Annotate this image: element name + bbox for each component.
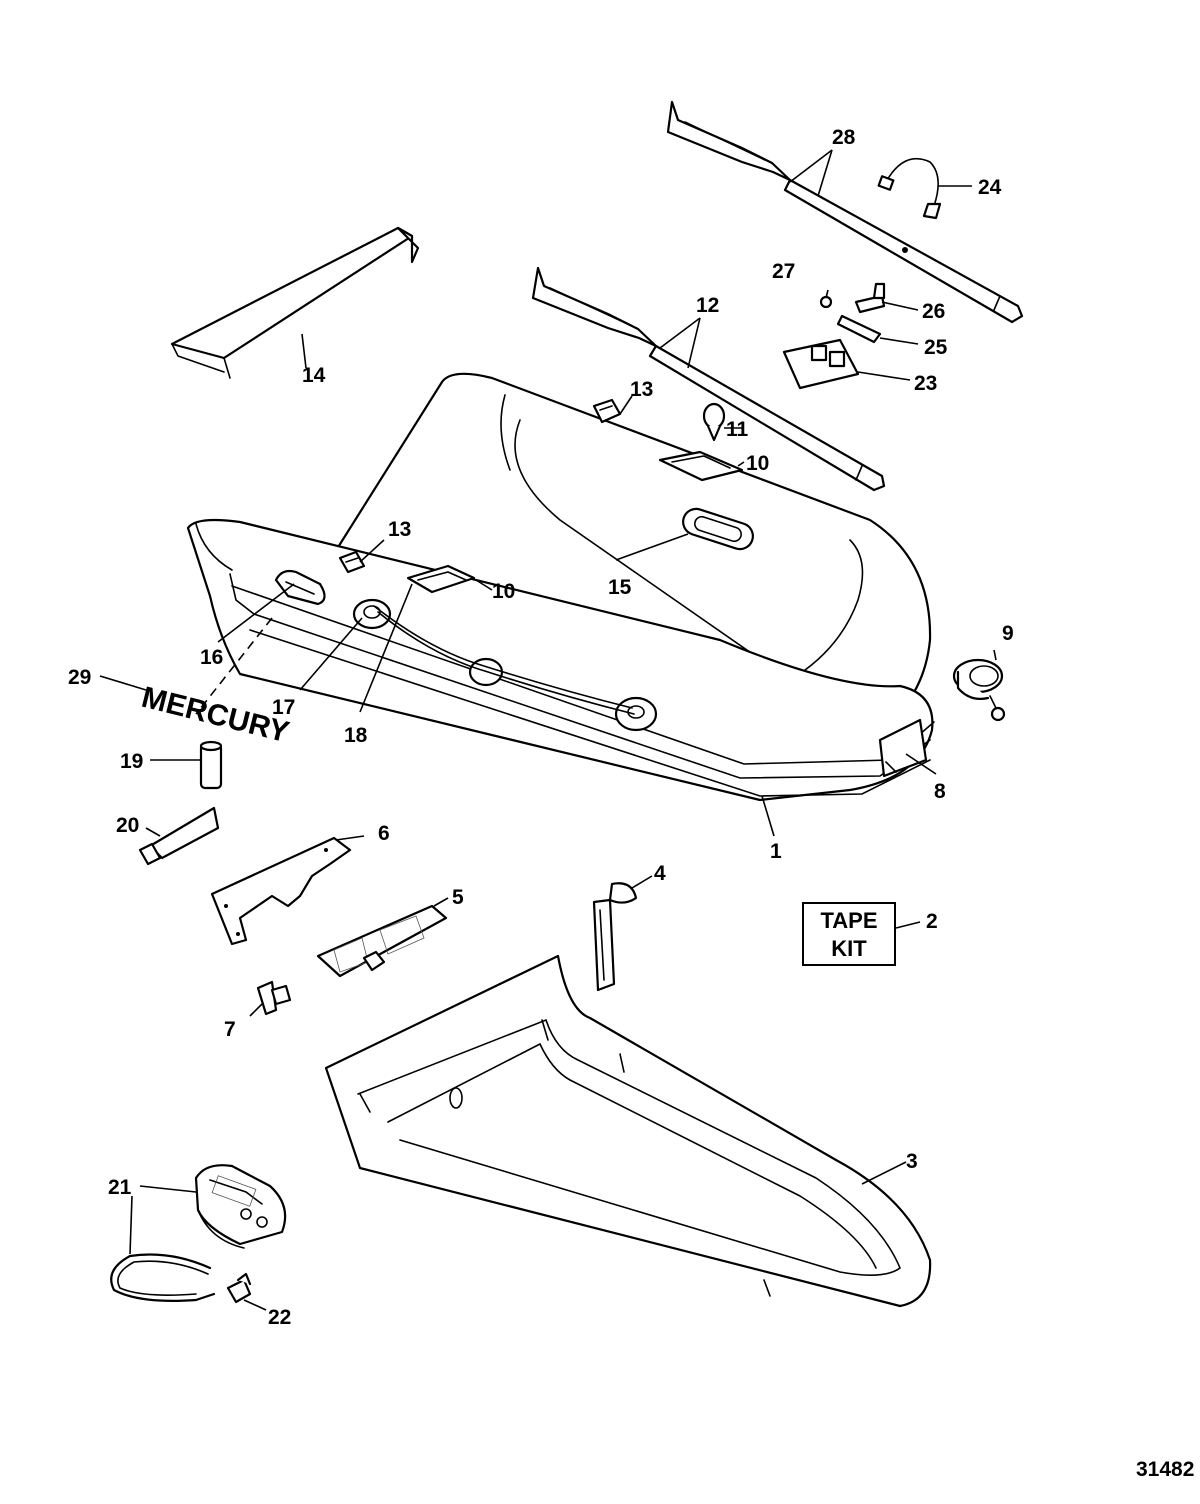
grab-rope [352, 598, 658, 732]
callout-7: 7 [224, 1018, 236, 1041]
clip [256, 980, 292, 1016]
side-handle [274, 569, 326, 606]
carry-handle-far [658, 450, 744, 482]
callout-labels: 1 2 3 4 5 6 7 8 9 10 10 11 12 13 13 14 1… [68, 126, 1014, 1329]
tee-fitting [854, 282, 886, 314]
mercury-logo: MERCURY [138, 681, 292, 749]
carry-handle-near [406, 564, 476, 594]
callout-28: 28 [832, 126, 856, 149]
lanyard [877, 157, 942, 220]
callout-3: 3 [906, 1150, 918, 1173]
tape-kit-line2: KIT [831, 936, 867, 961]
callout-15: 15 [608, 576, 632, 599]
callout-17: 17 [272, 696, 295, 719]
callout-24: 24 [978, 176, 1002, 199]
glue-tube [138, 806, 220, 866]
oarlock-holder-near [338, 550, 366, 574]
callout-6: 6 [378, 822, 390, 845]
drawing-number: 31482 [1136, 1458, 1194, 1481]
callout-13-near: 13 [388, 518, 411, 541]
floor-panel [316, 904, 448, 978]
callout-26: 26 [922, 300, 945, 323]
tape-kit-line1: TAPE [820, 908, 877, 933]
callout-20: 20 [116, 814, 139, 837]
pump-hose [110, 1253, 216, 1302]
oar-upper [666, 100, 1024, 324]
callout-9: 9 [1002, 622, 1014, 645]
oarlock [702, 402, 726, 442]
callout-5: 5 [452, 886, 464, 909]
callout-21: 21 [108, 1176, 132, 1199]
oar-lower [531, 266, 886, 492]
foot-pump [194, 1164, 287, 1249]
floor-handle [682, 507, 754, 551]
hose-adapter [226, 1272, 252, 1304]
callout-14: 14 [302, 364, 326, 387]
callout-4: 4 [654, 862, 666, 885]
callout-2: 2 [926, 910, 938, 933]
callout-12: 12 [696, 294, 719, 317]
callout-11: 11 [726, 418, 749, 441]
callout-18: 18 [344, 724, 368, 747]
transom-clamp [782, 338, 860, 390]
seat [170, 226, 420, 379]
callout-10-near: 10 [492, 580, 515, 603]
callout-25: 25 [924, 336, 948, 359]
leader-lines [99, 149, 997, 1311]
valve [952, 658, 1006, 722]
callout-23: 23 [914, 372, 937, 395]
transom-pad [210, 836, 352, 946]
callout-1: 1 [770, 840, 782, 863]
small-plug [819, 295, 833, 309]
callout-19: 19 [120, 750, 143, 773]
callout-8: 8 [934, 780, 946, 803]
callout-16: 16 [200, 646, 223, 669]
callout-22: 22 [268, 1306, 291, 1329]
floor-liner [324, 954, 932, 1308]
callout-27: 27 [772, 260, 795, 283]
callout-13-far: 13 [630, 378, 653, 401]
callout-10-far: 10 [746, 452, 769, 475]
repair-patch [592, 882, 638, 992]
tape-kit-box: TAPE KIT [802, 902, 896, 966]
callout-29: 29 [68, 666, 91, 689]
adhesive-can [199, 740, 223, 790]
tube-fitting [836, 314, 882, 344]
